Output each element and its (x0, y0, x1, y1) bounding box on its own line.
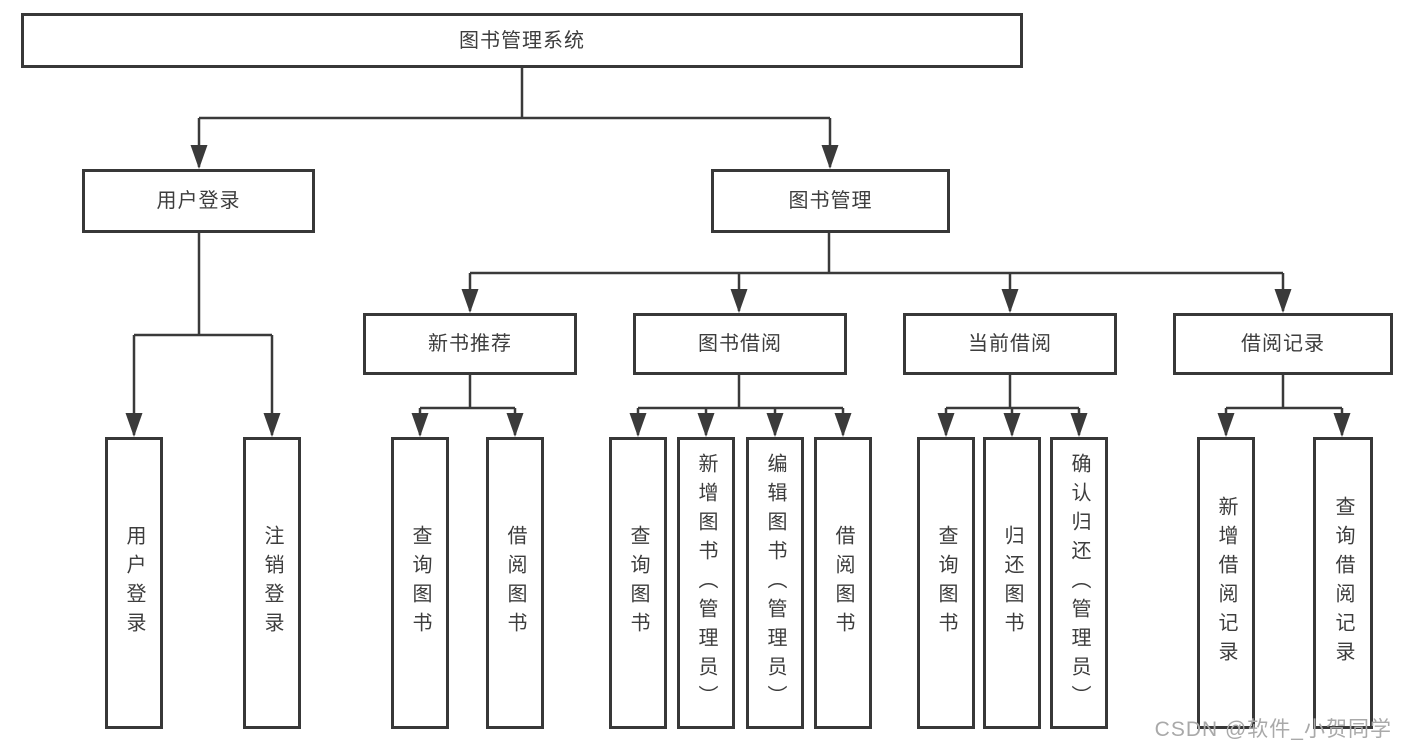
node-leaf-query-book-2: 查询图书 (609, 437, 667, 729)
node-current-borrow: 当前借阅 (903, 313, 1117, 375)
node-leaf-query-book-1: 查询图书 (391, 437, 449, 729)
node-leaf-query-record: 查询借阅记录 (1313, 437, 1373, 729)
node-leaf-return-book: 归还图书 (983, 437, 1041, 729)
node-leaf-logout: 注销登录 (243, 437, 301, 729)
node-label: 图书管理 (788, 190, 873, 212)
node-label: 借阅图书 (832, 525, 854, 641)
node-label: 新书推荐 (428, 333, 512, 355)
node-leaf-edit-book: 编辑图书（管理员） (746, 437, 804, 729)
node-leaf-borrow-book-2: 借阅图书 (814, 437, 872, 729)
watermark: CSDN @软件_小贺同学 (1154, 718, 1392, 741)
node-label: 用户登录 (156, 190, 241, 212)
node-label: 借阅记录 (1241, 333, 1325, 355)
node-label: 编辑图书（管理员） (764, 452, 786, 714)
node-leaf-borrow-book-1: 借阅图书 (486, 437, 544, 729)
node-leaf-add-record: 新增借阅记录 (1197, 437, 1255, 729)
node-label: 用户登录 (123, 525, 145, 641)
node-label: 查询图书 (627, 525, 649, 641)
node-user-login: 用户登录 (82, 169, 315, 233)
node-book-mgmt: 图书管理 (711, 169, 950, 233)
node-leaf-user-login: 用户登录 (105, 437, 163, 729)
node-label: 当前借阅 (968, 333, 1052, 355)
node-root: 图书管理系统 (21, 13, 1023, 68)
node-label: 新增借阅记录 (1215, 496, 1237, 670)
node-new-book-rec: 新书推荐 (363, 313, 577, 375)
node-label: 确认归还（管理员） (1068, 452, 1090, 714)
node-book-borrow: 图书借阅 (633, 313, 847, 375)
node-label: 新增图书（管理员） (695, 452, 717, 714)
node-label: 查询图书 (935, 525, 957, 641)
node-label: 查询借阅记录 (1332, 496, 1354, 670)
node-label: 归还图书 (1001, 525, 1023, 641)
node-label: 图书借阅 (698, 333, 782, 355)
node-leaf-query-book-3: 查询图书 (917, 437, 975, 729)
node-label: 图书管理系统 (459, 29, 585, 52)
node-borrow-records: 借阅记录 (1173, 313, 1393, 375)
node-leaf-confirm-return: 确认归还（管理员） (1050, 437, 1108, 729)
node-label: 借阅图书 (504, 525, 526, 641)
node-label: 注销登录 (261, 525, 283, 641)
node-leaf-add-book: 新增图书（管理员） (677, 437, 735, 729)
node-label: 查询图书 (409, 525, 431, 641)
